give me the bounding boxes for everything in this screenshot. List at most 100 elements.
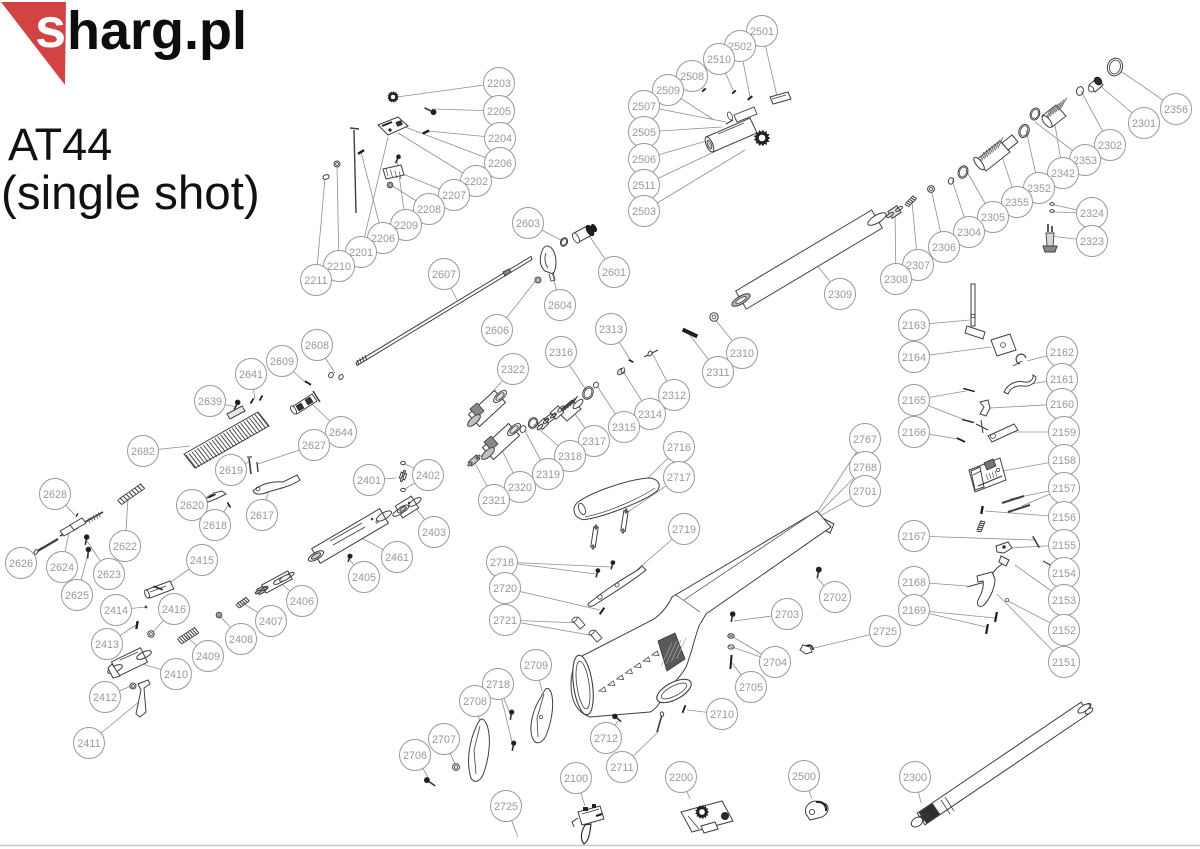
svg-text:2159: 2159 [1052,427,1076,439]
svg-text:2211: 2211 [304,275,327,287]
svg-text:2167: 2167 [902,531,926,543]
svg-text:2719: 2719 [672,524,696,536]
svg-text:2310: 2310 [730,348,754,360]
svg-text:2353: 2353 [1073,155,1097,167]
svg-text:2708: 2708 [463,696,487,708]
svg-text:2151: 2151 [1052,657,1076,669]
svg-text:2603: 2603 [516,218,540,230]
svg-text:2725: 2725 [873,626,897,638]
svg-text:2209: 2209 [394,220,418,232]
svg-text:2301: 2301 [1132,118,1156,130]
svg-text:2308: 2308 [884,274,908,286]
svg-text:2408: 2408 [229,634,253,646]
svg-text:2160: 2160 [1050,399,1074,411]
svg-text:2306: 2306 [932,242,956,254]
svg-text:2606: 2606 [485,325,509,337]
svg-text:2203: 2203 [487,78,511,90]
svg-text:2312: 2312 [662,390,686,402]
svg-text:2707: 2707 [432,734,456,746]
svg-text:2627: 2627 [302,440,326,452]
svg-text:2604: 2604 [548,300,572,312]
svg-text:2154: 2154 [1052,568,1076,580]
svg-text:2309: 2309 [828,289,852,301]
svg-text:2407: 2407 [259,616,283,628]
svg-text:2601: 2601 [602,267,626,279]
svg-text:2501: 2501 [750,26,774,38]
svg-text:2510: 2510 [707,54,731,66]
svg-text:2302: 2302 [1098,140,1122,152]
svg-text:2711: 2711 [610,762,633,774]
svg-text:2202: 2202 [464,176,488,188]
svg-text:2507: 2507 [632,101,656,113]
svg-text:2157: 2157 [1052,483,1076,495]
svg-text:2509: 2509 [656,85,680,97]
svg-text:2641: 2641 [239,369,263,381]
svg-text:2206: 2206 [488,158,512,170]
svg-text:2319: 2319 [536,469,560,481]
svg-text:2725: 2725 [494,801,518,813]
svg-text:2623: 2623 [97,569,121,581]
svg-text:2205: 2205 [487,106,511,118]
svg-text:2720: 2720 [493,583,517,595]
svg-text:2402: 2402 [416,470,440,482]
svg-text:2620: 2620 [180,500,204,512]
svg-text:2624: 2624 [50,562,74,574]
svg-text:2609: 2609 [270,356,294,368]
svg-text:2153: 2153 [1052,595,1076,607]
svg-text:2403: 2403 [422,527,446,539]
svg-text:2414: 2414 [104,605,128,617]
svg-text:2716: 2716 [667,442,691,454]
svg-text:2502: 2502 [728,41,752,53]
svg-text:2164: 2164 [902,352,926,364]
svg-text:2317: 2317 [582,436,606,448]
svg-text:2717: 2717 [667,472,691,484]
svg-text:2625: 2625 [65,590,89,602]
svg-text:2204: 2204 [488,133,512,145]
svg-text:2644: 2644 [329,427,353,439]
svg-text:2313: 2313 [599,324,623,336]
svg-text:2705: 2705 [739,682,763,694]
svg-text:2352: 2352 [1027,183,1051,195]
svg-text:2702: 2702 [823,592,847,604]
svg-text:2505: 2505 [632,127,656,139]
svg-text:2709: 2709 [524,660,548,672]
svg-text:2206: 2206 [371,233,395,245]
svg-text:2200: 2200 [669,772,693,784]
svg-text:2712: 2712 [594,733,618,745]
svg-text:2415: 2415 [190,555,214,567]
svg-text:2706: 2706 [403,750,427,762]
svg-text:2166: 2166 [902,427,926,439]
svg-text:2323: 2323 [1080,236,1104,248]
svg-text:2701: 2701 [853,486,877,498]
svg-text:2322: 2322 [501,364,525,376]
svg-text:2100: 2100 [564,773,588,785]
svg-text:2718: 2718 [486,679,510,691]
svg-text:2409: 2409 [196,651,220,663]
svg-text:2169: 2169 [902,605,926,617]
svg-text:2410: 2410 [164,669,188,681]
svg-text:2314: 2314 [638,409,662,421]
svg-text:2639: 2639 [198,396,222,408]
svg-text:2416: 2416 [162,604,186,616]
svg-text:2210: 2210 [327,261,351,273]
svg-text:2511: 2511 [632,180,655,192]
svg-text:2617: 2617 [250,510,274,522]
svg-text:2158: 2158 [1052,455,1076,467]
svg-text:2163: 2163 [902,320,926,332]
svg-text:2767: 2767 [853,434,877,446]
svg-text:AT44: AT44 [8,119,112,170]
svg-text:2318: 2318 [558,451,582,463]
svg-text:2626: 2626 [9,558,33,570]
svg-text:2406: 2406 [290,596,314,608]
svg-text:2320: 2320 [508,482,532,494]
svg-text:2768: 2768 [853,462,877,474]
svg-text:2316: 2316 [549,347,573,359]
svg-text:2152: 2152 [1052,625,1076,637]
svg-text:2607: 2607 [432,269,456,281]
svg-text:2411: 2411 [77,738,100,750]
svg-text:2682: 2682 [131,446,155,458]
svg-text:2355: 2355 [1005,197,1029,209]
svg-text:2304: 2304 [957,227,981,239]
svg-text:2307: 2307 [906,260,930,272]
svg-text:2207: 2207 [442,190,466,202]
